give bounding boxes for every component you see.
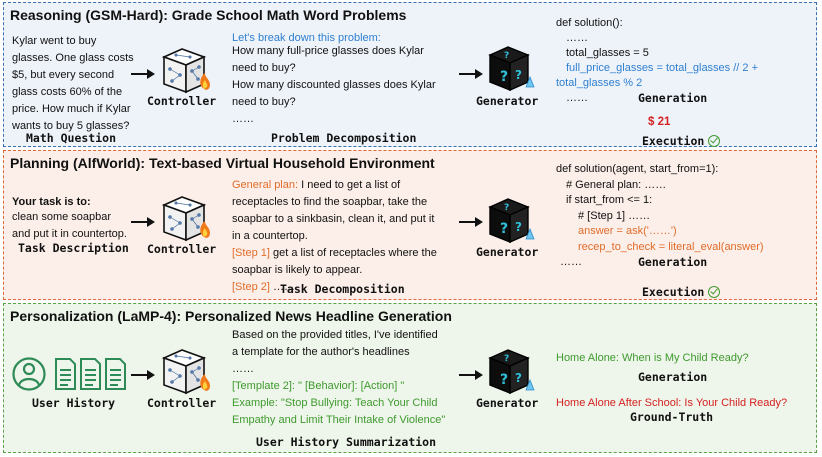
svg-text:?: ? <box>515 68 522 82</box>
controller-cube-icon <box>161 48 210 94</box>
check-icon <box>708 135 721 147</box>
svg-text:?: ? <box>500 372 508 388</box>
arrow <box>131 370 155 380</box>
svg-text:?: ? <box>500 69 508 85</box>
task-description-text: clean some soapbar and put it in counter… <box>12 211 127 240</box>
ground-truth-label: Ground-Truth <box>630 410 714 424</box>
svg-text:?: ? <box>504 354 509 364</box>
user-icon <box>12 357 46 391</box>
panel-title: Planning (AlfWorld): Text-based Virtual … <box>10 155 435 171</box>
svg-text:?: ? <box>515 371 522 385</box>
history-summary-text: Based on the provided titles, I've ident… <box>232 329 446 426</box>
reasoning-panel: Reasoning (GSM-Hard): Grade School Math … <box>3 2 817 147</box>
controller-cube-icon <box>161 196 210 242</box>
problem-decomposition-label: Problem Decomposition <box>271 131 417 145</box>
panel-title: Reasoning (GSM-Hard): Grade School Math … <box>10 7 407 23</box>
svg-text:?: ? <box>504 203 509 213</box>
check-icon <box>708 286 721 298</box>
generation-label: Generation <box>638 255 708 269</box>
execution-label: Execution <box>642 134 705 148</box>
panel-title: Personalization (LaMP-4): Personalized N… <box>10 308 452 324</box>
history-summarization-label: User History Summarization <box>256 435 437 449</box>
document-icon <box>55 358 126 390</box>
user-history-label: User History <box>32 396 116 410</box>
task-decomposition-label: Task Decomposition <box>280 282 405 296</box>
controller-label: Controller <box>147 94 217 108</box>
task-description-label: Task Description <box>18 241 129 255</box>
generator-label: Generator <box>476 245 539 259</box>
generator-label: Generator <box>476 94 539 108</box>
generator-label: Generator <box>476 396 539 410</box>
generation-label: Generation <box>638 370 708 384</box>
generator-cube-icon: ? ? ? <box>488 198 535 244</box>
planning-panel: Planning (AlfWorld): Text-based Virtual … <box>3 150 817 300</box>
svg-text:?: ? <box>500 221 508 237</box>
generation-label: Generation <box>638 91 708 105</box>
execution-status: Execution <box>642 284 721 300</box>
user-history-icons <box>12 357 126 391</box>
svg-text:?: ? <box>515 220 522 234</box>
svg-text:?: ? <box>504 51 509 61</box>
generator-cube-icon: ? ? ? <box>488 349 535 395</box>
arrow <box>131 69 155 79</box>
math-question-label: Math Question <box>26 131 117 145</box>
generated-code: def solution(): …… total_glasses = 5 ful… <box>556 17 759 104</box>
arrow <box>459 370 483 380</box>
controller-label: Controller <box>147 242 217 256</box>
arrow <box>131 217 155 227</box>
controller-label: Controller <box>147 396 217 410</box>
arrow <box>459 69 483 79</box>
generated-headline: Home Alone: When is My Child Ready? <box>556 352 749 364</box>
problem-decomposition-text: How many full-price glasses does Kylar n… <box>232 45 436 125</box>
task-heading: Your task is to: <box>12 196 91 208</box>
math-question-text: Kylar went to buy glasses. One glass cos… <box>12 35 134 132</box>
controller-cube-icon <box>161 349 210 395</box>
ground-truth-headline: Home Alone After School: Is Your Child R… <box>556 397 788 409</box>
execution-result: $ 21 <box>648 116 671 128</box>
execution-label: Execution <box>642 285 705 299</box>
task-decomposition-text: General plan: I need to get a list of re… <box>232 179 437 293</box>
generator-cube-icon: ? ? ? <box>488 46 535 92</box>
execution-status: Execution <box>642 133 721 149</box>
generated-code: def solution(agent, start_from=1): # Gen… <box>556 163 764 268</box>
personalization-panel: Personalization (LaMP-4): Personalized N… <box>3 303 817 453</box>
arrow <box>459 217 483 227</box>
decomposition-intro: Let's break down this problem: <box>232 32 381 44</box>
